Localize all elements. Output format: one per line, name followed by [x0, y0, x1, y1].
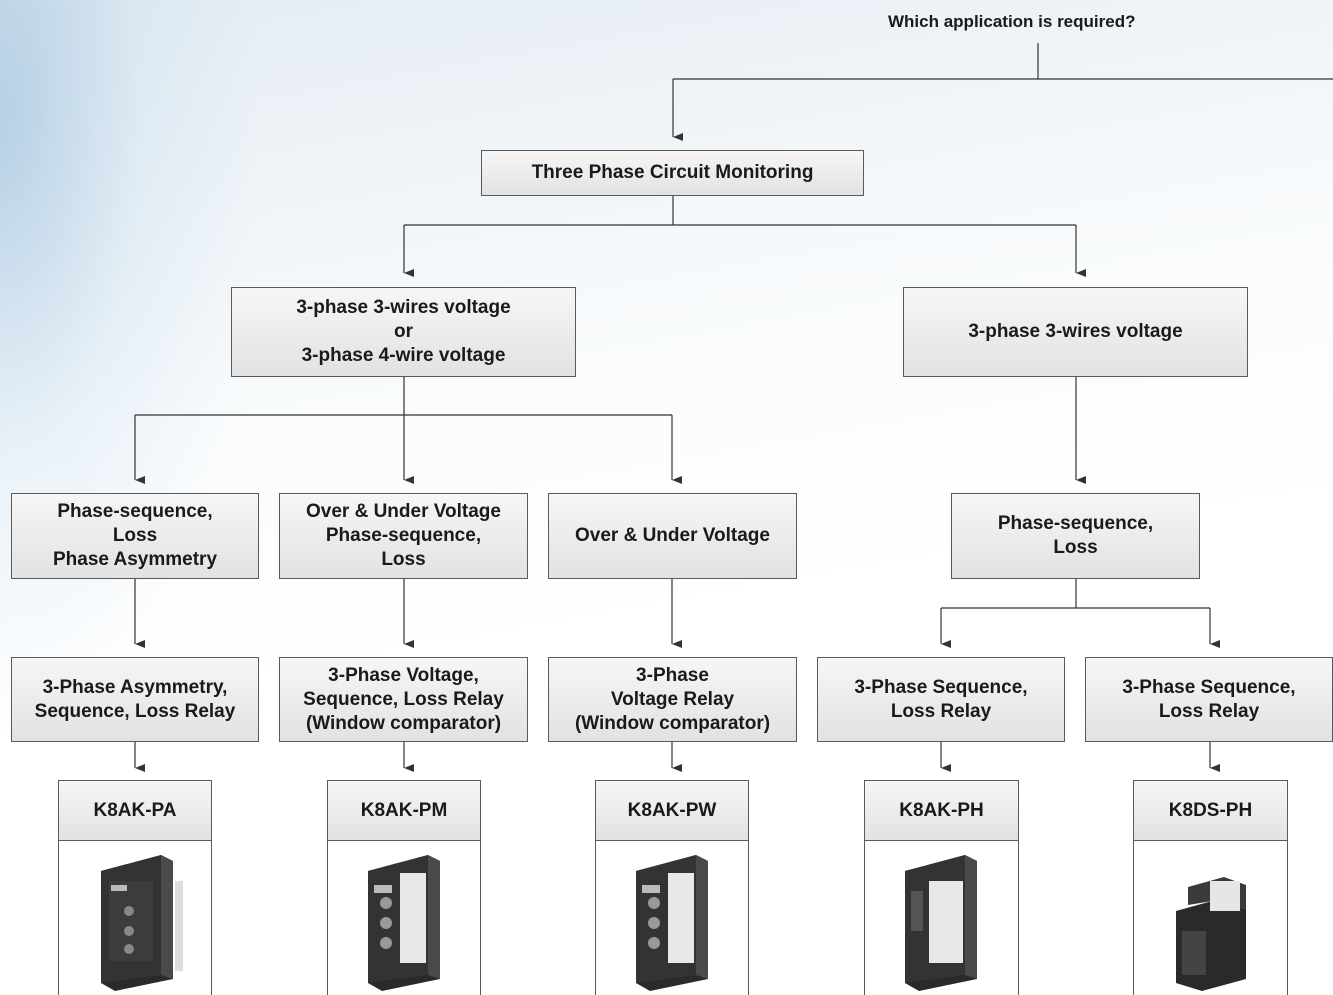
- relay-type-box-ph1: 3-Phase Sequence, Loss Relay: [817, 657, 1065, 742]
- function-box-pw: Over & Under Voltage: [548, 493, 797, 579]
- root-box: Three Phase Circuit Monitoring: [481, 150, 864, 196]
- product-card-k8ak-pa[interactable]: K8AK-PA: [58, 780, 212, 995]
- product-card-k8ak-pw[interactable]: K8AK-PW: [595, 780, 749, 995]
- product-name: K8AK-PW: [596, 781, 748, 841]
- relay-type-box-pa: 3-Phase Asymmetry, Sequence, Loss Relay: [11, 657, 259, 742]
- relay-image: [636, 855, 708, 991]
- relay-image: [368, 855, 440, 991]
- question-label: Which application is required?: [888, 12, 1136, 31]
- function-box-ph: Phase-sequence, Loss: [951, 493, 1200, 579]
- relay-image: [905, 855, 977, 991]
- relay-type-box-ph2: 3-Phase Sequence, Loss Relay: [1085, 657, 1333, 742]
- product-name: K8AK-PA: [59, 781, 211, 841]
- product-name: K8AK-PH: [865, 781, 1018, 841]
- level1-right-box: 3-phase 3-wires voltage: [903, 287, 1248, 377]
- function-box-pa: Phase-sequence, Loss Phase Asymmetry: [11, 493, 259, 579]
- product-name: K8AK-PM: [328, 781, 480, 841]
- product-name: K8DS-PH: [1134, 781, 1287, 841]
- level1-left-box: 3-phase 3-wires voltage or 3-phase 4-wir…: [231, 287, 576, 377]
- relay-type-box-pw: 3-Phase Voltage Relay (Window comparator…: [548, 657, 797, 742]
- function-box-pm: Over & Under Voltage Phase-sequence, Los…: [279, 493, 528, 579]
- product-card-k8ak-pm[interactable]: K8AK-PM: [327, 780, 481, 995]
- product-card-k8ds-ph[interactable]: K8DS-PH: [1133, 780, 1288, 995]
- relay-image: [1176, 877, 1246, 991]
- product-card-k8ak-ph[interactable]: K8AK-PH: [864, 780, 1019, 995]
- relay-type-box-pm: 3-Phase Voltage, Sequence, Loss Relay (W…: [279, 657, 528, 742]
- relay-image: [101, 855, 183, 991]
